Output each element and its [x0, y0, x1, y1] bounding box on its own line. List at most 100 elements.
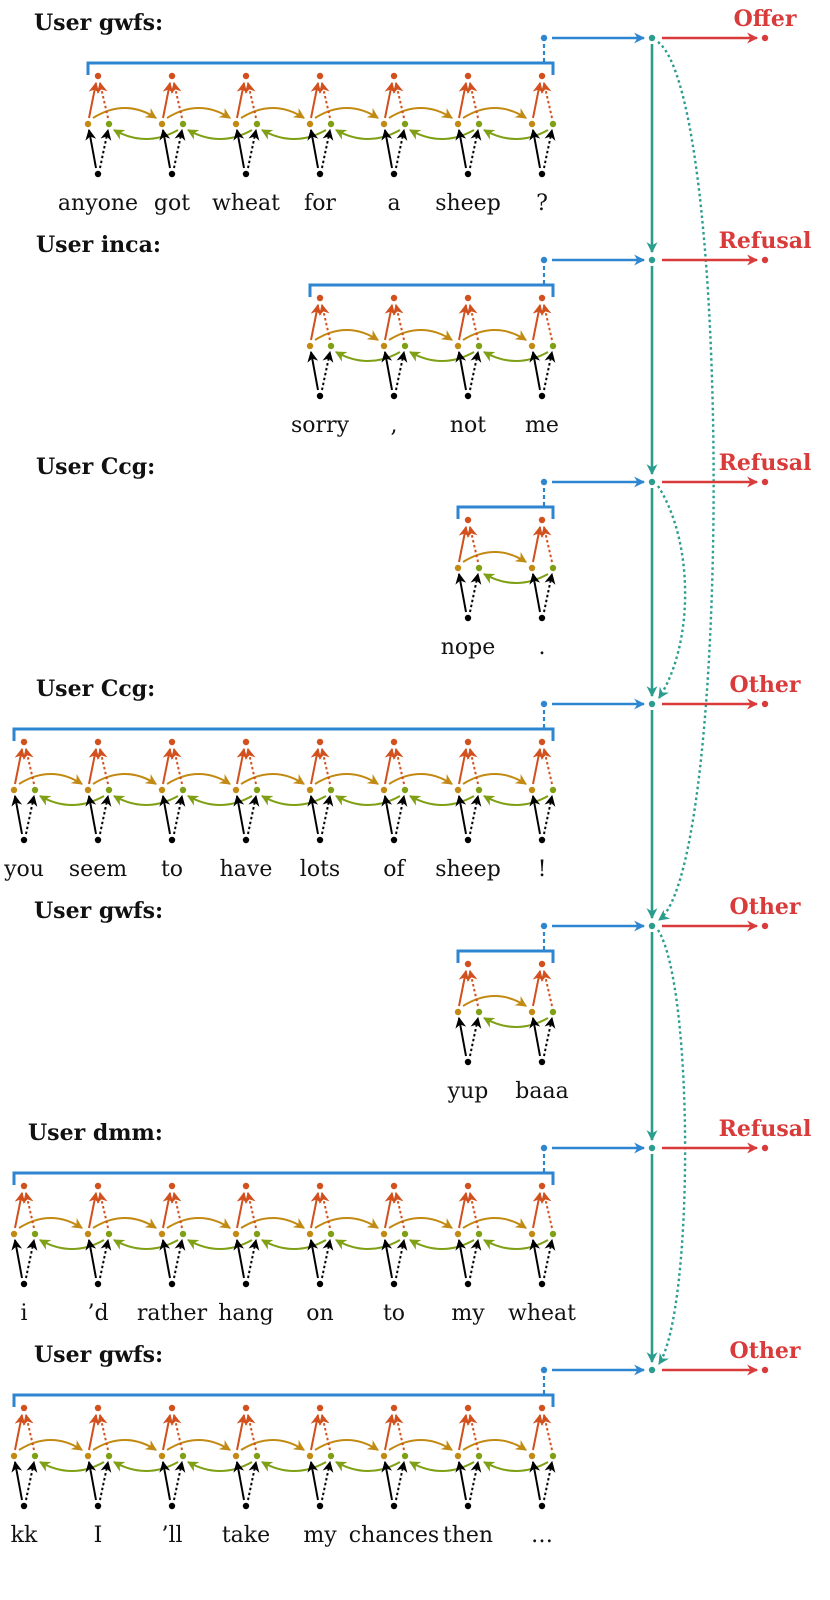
input-to-backward-arrow: [25, 1238, 38, 1279]
input-to-backward-arrow: [247, 794, 260, 835]
backward-to-output-arrow: [96, 1191, 109, 1229]
forward-state-node: [232, 1230, 240, 1238]
backward-rnn-arrow: [335, 1461, 401, 1472]
forward-to-output-arrow: [532, 747, 544, 785]
word-output-node: [168, 1404, 176, 1412]
forward-state-node: [306, 1230, 314, 1238]
forward-state-node: [84, 1452, 92, 1460]
backward-state-node: [549, 564, 557, 572]
forward-state-node: [158, 786, 166, 794]
word-input-node: [316, 1280, 324, 1288]
forward-state-node: [306, 786, 314, 794]
dialogue-act-label: Offer: [734, 6, 797, 32]
word-input-node: [390, 170, 398, 178]
token-label: rather: [137, 1301, 208, 1326]
token-cell: anyone: [58, 72, 179, 216]
word-input-node: [168, 836, 176, 844]
backward-to-output-arrow: [466, 525, 479, 563]
backward-rnn-arrow: [261, 795, 327, 806]
forward-to-output-arrow: [162, 1413, 174, 1451]
forward-to-output-arrow: [310, 1191, 322, 1229]
dialogue-act-label: Other: [730, 672, 801, 698]
word-input-node: [94, 1280, 102, 1288]
forward-rnn-arrow: [240, 1439, 305, 1451]
forward-state-node: [528, 564, 536, 572]
backward-state-node: [401, 120, 409, 128]
input-to-forward-arrow: [529, 1016, 541, 1057]
word-output-node: [464, 294, 472, 302]
word-input-node: [390, 1280, 398, 1288]
forward-to-output-arrow: [236, 1191, 248, 1229]
input-to-forward-arrow: [529, 1460, 541, 1501]
word-output-node: [94, 1182, 102, 1190]
input-to-forward-arrow: [307, 128, 319, 169]
forward-state-node: [454, 1452, 462, 1460]
utterance-node: [540, 1144, 548, 1152]
word-output-node: [464, 738, 472, 746]
backward-to-output-arrow: [96, 1413, 109, 1451]
forward-state-node: [10, 786, 18, 794]
input-to-backward-arrow: [395, 794, 408, 835]
backward-to-output-arrow: [392, 747, 405, 785]
backward-state-node: [179, 120, 187, 128]
backward-rnn-arrow: [483, 573, 549, 584]
forward-rnn-arrow: [388, 107, 453, 119]
forward-rnn-arrow: [314, 1439, 379, 1451]
backward-to-output-arrow: [96, 81, 109, 119]
utterance-bracket: [456, 949, 555, 963]
word-input-node: [316, 836, 324, 844]
forward-state-node: [232, 1452, 240, 1460]
token-label: sheep: [435, 191, 501, 216]
forward-to-output-arrow: [14, 1191, 26, 1229]
dialogue-act-label: Refusal: [719, 1116, 812, 1142]
backward-state-node: [179, 1452, 187, 1460]
input-to-forward-arrow: [11, 1238, 23, 1279]
token-cell: sheep: [435, 72, 549, 216]
word-input-node: [390, 1502, 398, 1510]
input-to-forward-arrow: [159, 1238, 171, 1279]
backward-rnn-arrow: [261, 1239, 327, 1250]
token-cell: my: [303, 1404, 401, 1548]
backward-state-node: [105, 1452, 113, 1460]
input-to-backward-arrow: [173, 794, 186, 835]
token-cell: not: [450, 294, 549, 438]
forward-state-node: [528, 786, 536, 794]
backward-state-node: [401, 1452, 409, 1460]
word-input-node: [464, 836, 472, 844]
forward-state-node: [528, 1452, 536, 1460]
input-to-forward-arrow: [233, 1238, 245, 1279]
word-input-node: [20, 1502, 28, 1510]
backward-to-output-arrow: [22, 1413, 35, 1451]
input-to-forward-arrow: [307, 1238, 319, 1279]
input-to-forward-arrow: [233, 1460, 245, 1501]
input-to-forward-arrow: [159, 128, 171, 169]
token-cell: baaa: [515, 960, 569, 1104]
word-output-node: [538, 516, 546, 524]
token-cell: got: [154, 72, 253, 216]
token-label: i: [20, 1301, 27, 1326]
backward-to-output-arrow: [392, 303, 405, 341]
token-label: …: [531, 1523, 553, 1548]
word-input-node: [168, 1280, 176, 1288]
backward-state-node: [475, 564, 483, 572]
forward-state-node: [84, 786, 92, 794]
word-output-node: [316, 294, 324, 302]
word-input-node: [316, 170, 324, 178]
word-output-node: [168, 1182, 176, 1190]
backward-state-node: [327, 342, 335, 350]
forward-rnn-arrow: [18, 1217, 83, 1229]
backward-state-node: [475, 1008, 483, 1016]
forward-to-output-arrow: [310, 81, 322, 119]
backward-to-output-arrow: [244, 1413, 257, 1451]
input-to-backward-arrow: [543, 1016, 556, 1057]
forward-rnn-arrow: [166, 773, 231, 785]
input-to-forward-arrow: [85, 1460, 97, 1501]
input-to-backward-arrow: [321, 794, 334, 835]
act-node: [761, 922, 769, 930]
token-cell: !: [528, 738, 557, 882]
forward-to-output-arrow: [14, 747, 26, 785]
dialogue-act-label: Other: [730, 1338, 801, 1364]
forward-to-output-arrow: [162, 81, 174, 119]
